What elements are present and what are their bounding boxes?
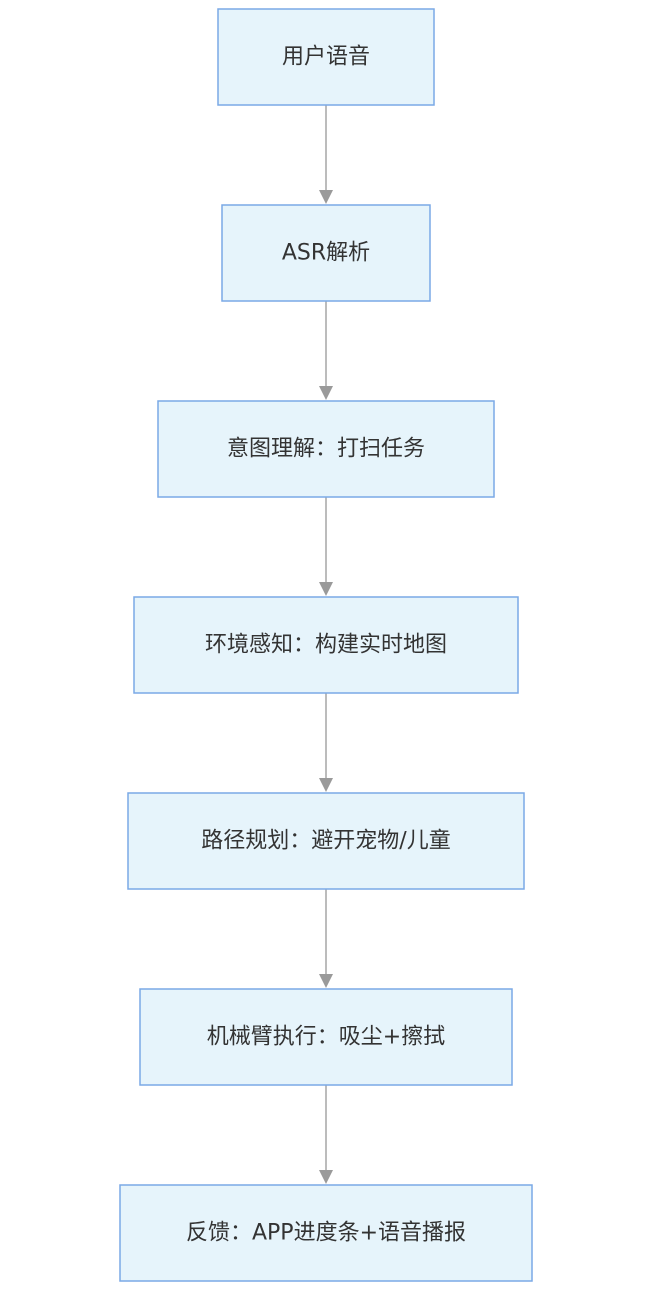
- node-label: 机械臂执行：吸尘+擦拭: [207, 1025, 445, 1050]
- arrowhead-icon: [319, 582, 333, 596]
- node-label: ASR解析: [282, 241, 370, 266]
- node-label: 环境感知：构建实时地图: [205, 633, 447, 658]
- node-intent[interactable]: 意图理解：打扫任务: [157, 400, 495, 498]
- node-perception[interactable]: 环境感知：构建实时地图: [133, 596, 519, 694]
- edge-voice-asr: [319, 105, 333, 204]
- arrowhead-icon: [319, 974, 333, 988]
- node-planning[interactable]: 路径规划：避开宠物/儿童: [127, 792, 525, 890]
- node-label: 路径规划：避开宠物/儿童: [201, 829, 450, 854]
- arrowhead-icon: [319, 778, 333, 792]
- edge-planning-execution: [319, 889, 333, 988]
- node-asr[interactable]: ASR解析: [221, 204, 431, 302]
- node-label: 反馈：APP进度条+语音播报: [186, 1221, 466, 1246]
- edge-perception-planning: [319, 693, 333, 792]
- arrowhead-icon: [319, 190, 333, 204]
- arrowhead-icon: [319, 386, 333, 400]
- node-label: 意图理解：打扫任务: [227, 437, 425, 462]
- edge-asr-intent: [319, 301, 333, 400]
- node-label: 用户语音: [282, 45, 370, 70]
- node-feedback[interactable]: 反馈：APP进度条+语音播报: [119, 1184, 533, 1282]
- node-user-voice[interactable]: 用户语音: [217, 8, 435, 106]
- edge-execution-feedback: [319, 1085, 333, 1184]
- arrowhead-icon: [319, 1170, 333, 1184]
- edge-intent-perception: [319, 497, 333, 596]
- node-execution[interactable]: 机械臂执行：吸尘+擦拭: [139, 988, 513, 1086]
